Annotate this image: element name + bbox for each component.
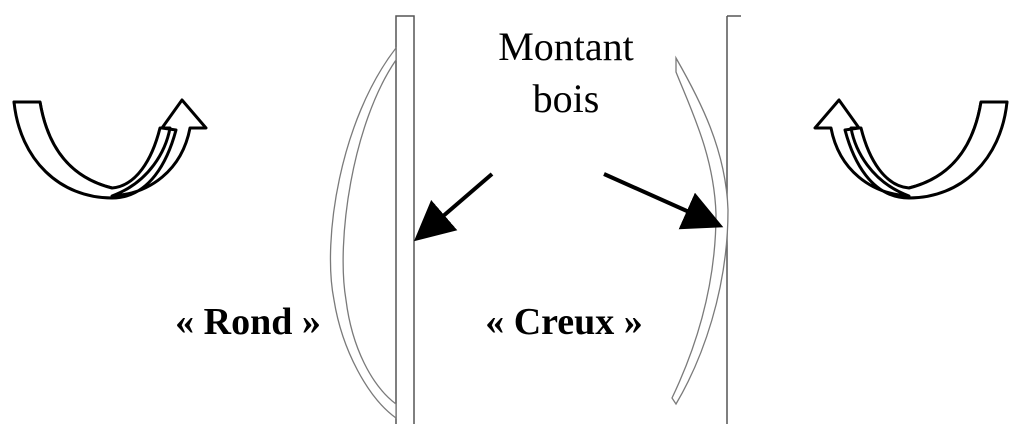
- pointer-arrow-left-icon: [413, 172, 494, 242]
- creux-label: « Creux »: [485, 301, 643, 343]
- left-wood-post: [395, 15, 415, 424]
- left-curved-board: [329, 46, 397, 420]
- montant-label-line2: bois: [533, 76, 600, 121]
- montant-label-line1: Montant: [498, 24, 634, 69]
- right-curved-arrow-icon: [813, 98, 1009, 200]
- pointer-arrow-right-icon: [603, 172, 724, 230]
- rond-label: « Rond »: [175, 301, 321, 343]
- right-curved-board: [671, 55, 729, 406]
- left-curved-arrow-icon: [12, 98, 208, 200]
